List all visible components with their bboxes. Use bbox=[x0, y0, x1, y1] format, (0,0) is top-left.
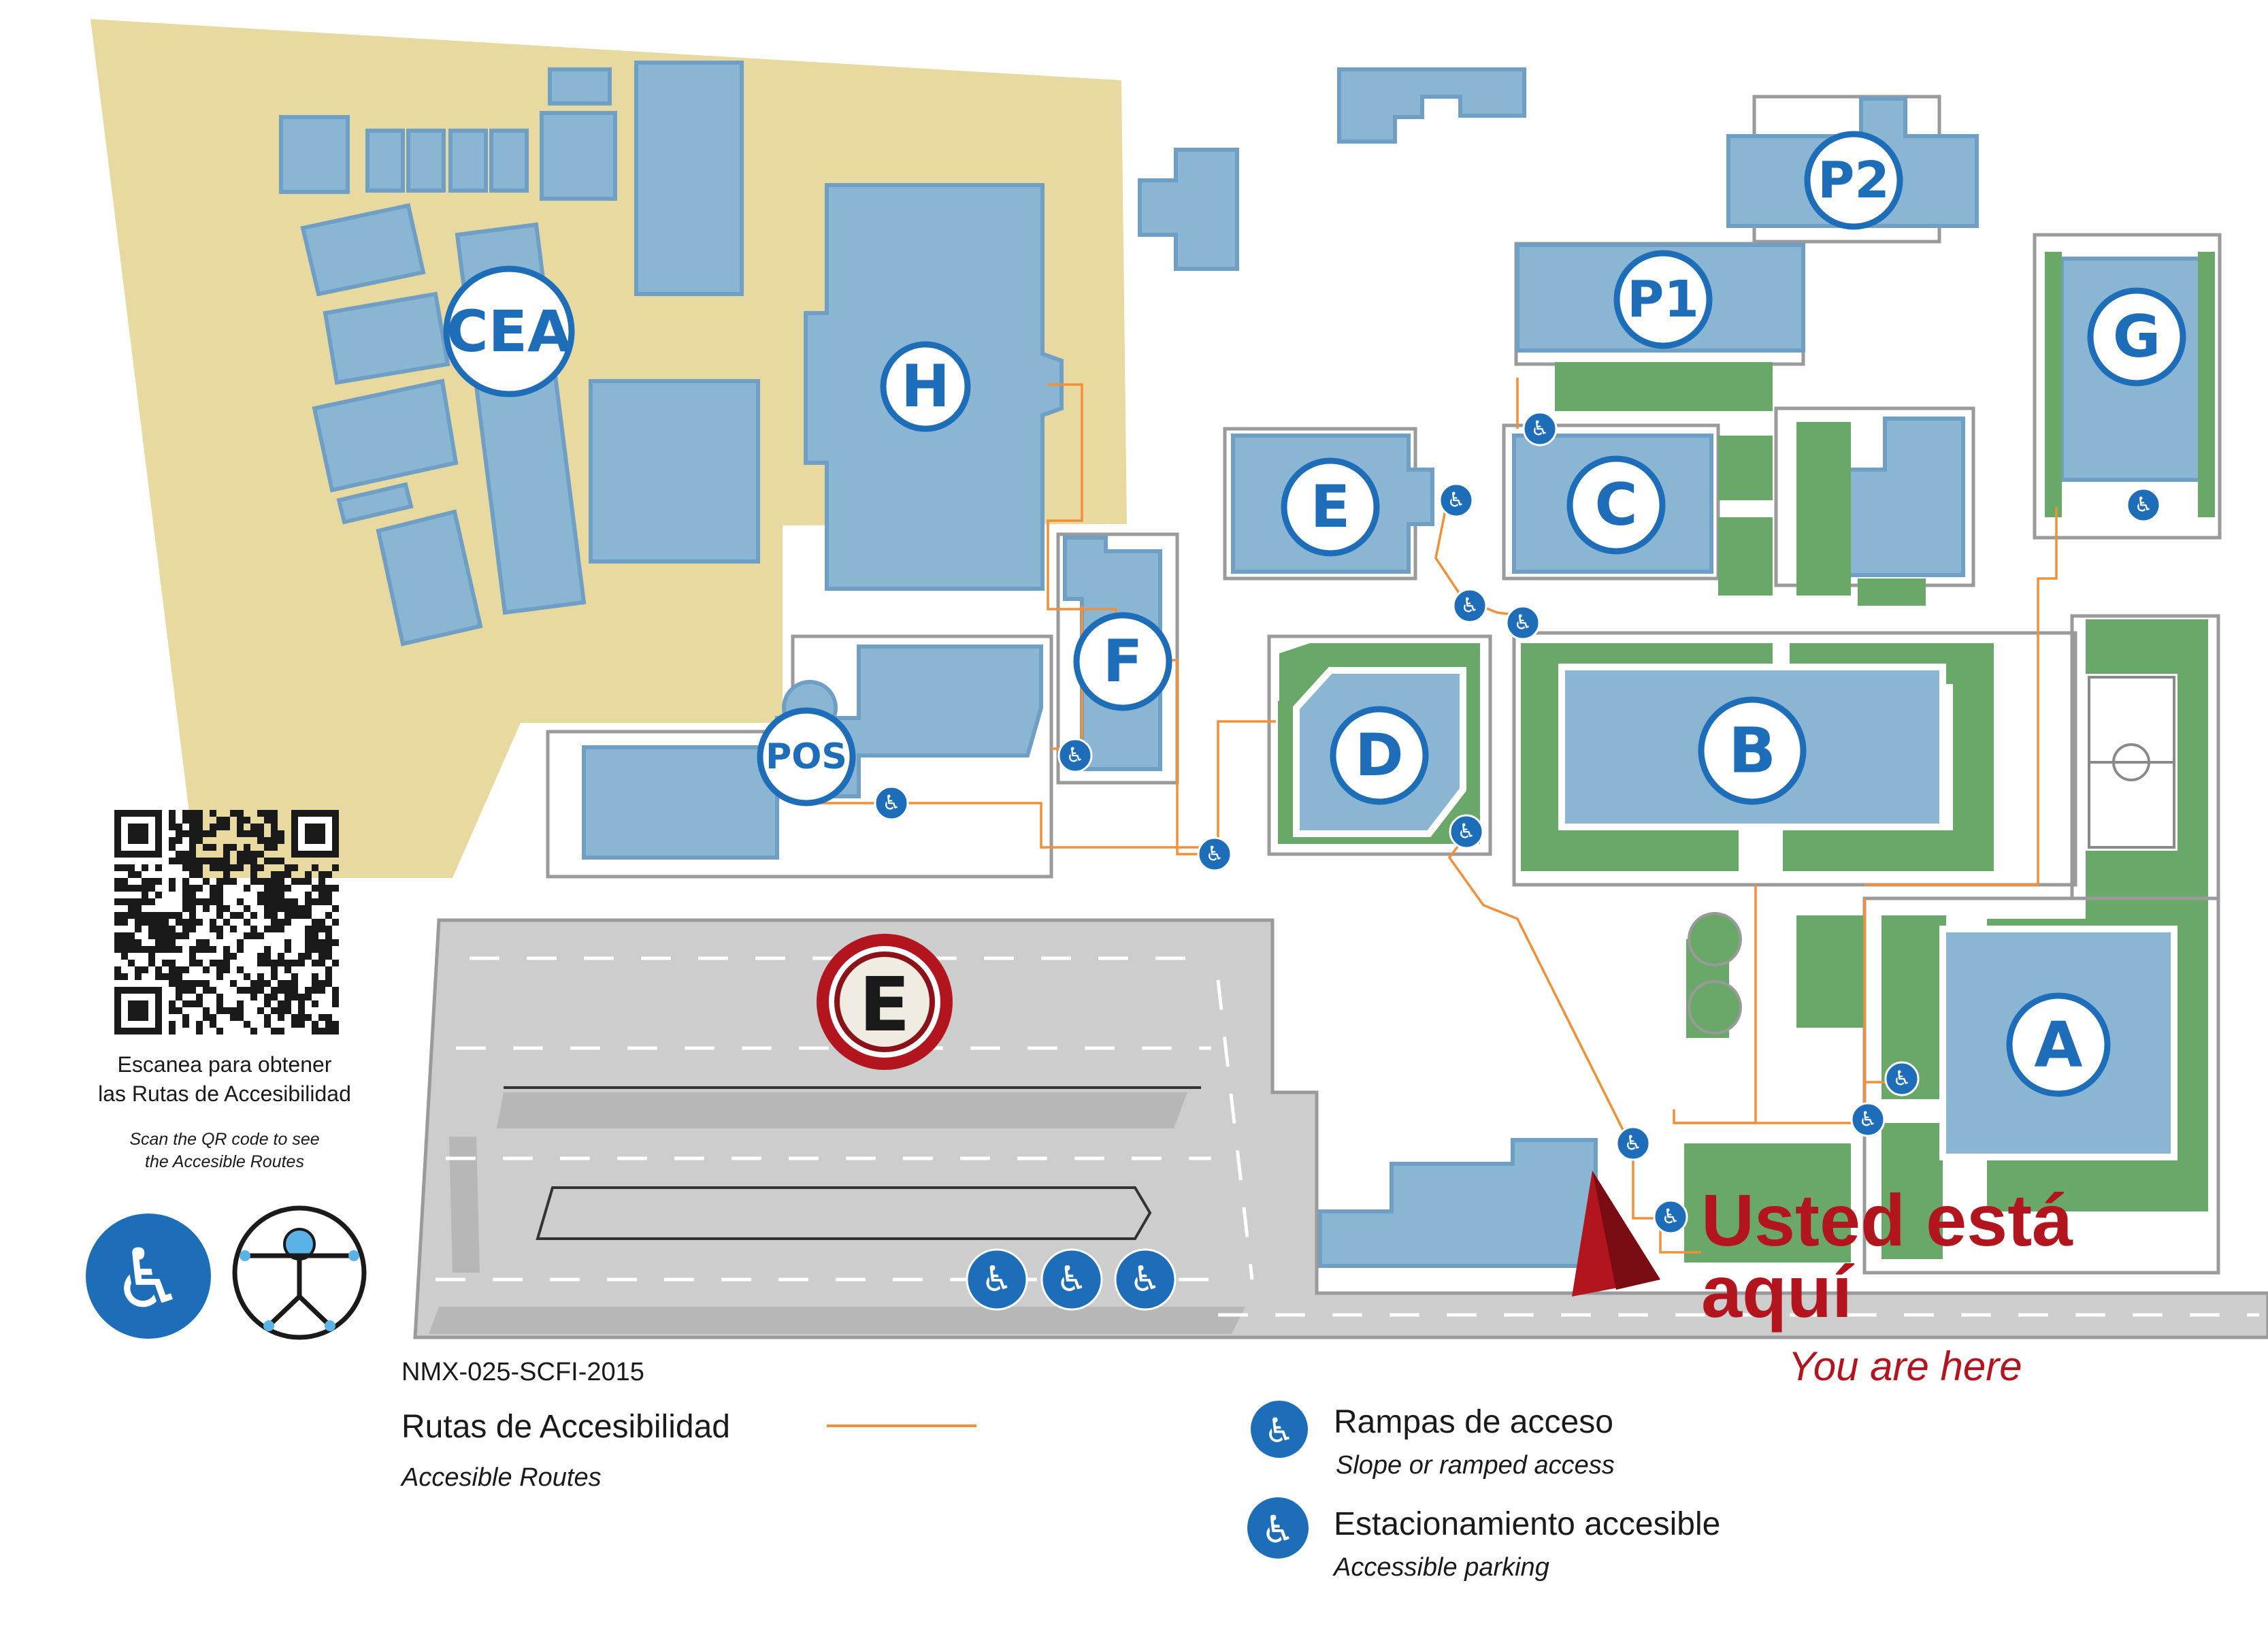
building-label-a: A bbox=[2006, 992, 2111, 1097]
building-label-f: F bbox=[1073, 612, 1172, 711]
legend-parking-es: Estacionamiento accesible bbox=[1334, 1506, 1720, 1542]
svg-text:H: H bbox=[901, 353, 950, 421]
ramp-icon: ♿ bbox=[1653, 1199, 1688, 1235]
building-label-e: E bbox=[1281, 457, 1380, 557]
building-label-b: B bbox=[1698, 696, 1807, 805]
ramp-icon: ♿ bbox=[1505, 605, 1541, 640]
building-label-pos: POS bbox=[757, 707, 856, 807]
legend-routes-es: Rutas de Accesibilidad bbox=[401, 1409, 730, 1445]
parking-label: E bbox=[817, 934, 953, 1070]
svg-text:♿: ♿ bbox=[112, 1233, 185, 1327]
ramp-icon: ♿ bbox=[1884, 1061, 1920, 1096]
svg-text:♿: ♿ bbox=[981, 1259, 1013, 1300]
legend-ramp-icon: ♿ bbox=[1251, 1401, 1308, 1458]
universal-access-icon bbox=[232, 1205, 367, 1340]
svg-text:♿: ♿ bbox=[2135, 493, 2153, 517]
building-label-c: C bbox=[1566, 455, 1666, 555]
wheelchair-icon: ♿ bbox=[1040, 1248, 1103, 1311]
you-are-here-line1: Usted está bbox=[1701, 1179, 2073, 1261]
svg-text:♿: ♿ bbox=[1662, 1205, 1680, 1229]
building-label-p1: P1 bbox=[1613, 250, 1713, 349]
svg-text:F: F bbox=[1103, 628, 1143, 696]
you-are-here-line2: aquí bbox=[1701, 1250, 1854, 1333]
qr-caption-es-line1: Escanea para obtener bbox=[118, 1052, 332, 1077]
svg-text:♿: ♿ bbox=[1056, 1259, 1088, 1300]
legend-ramps-es: Rampas de acceso bbox=[1334, 1404, 1613, 1440]
building-label-cea: CEA bbox=[443, 265, 575, 397]
svg-text:E: E bbox=[1311, 473, 1351, 541]
legend-parking-en: Accessible parking bbox=[1332, 1553, 1549, 1582]
svg-text:P1: P1 bbox=[1627, 270, 1699, 329]
ramp-icons: ♿ ♿ ♿ ♿ ♿ ♿ ♿ ♿ ♿ ♿ ♿ ♿ ♿ bbox=[874, 411, 2161, 1235]
wheelchair-icon: ♿ bbox=[966, 1248, 1028, 1311]
svg-text:♿: ♿ bbox=[1261, 1508, 1295, 1552]
svg-text:E: E bbox=[859, 961, 910, 1048]
ramp-icon: ♿ bbox=[1615, 1126, 1651, 1161]
svg-text:♿: ♿ bbox=[1066, 744, 1085, 768]
svg-text:A: A bbox=[2034, 1009, 2082, 1081]
svg-text:♿: ♿ bbox=[1130, 1259, 1162, 1300]
you-are-here-english: You are here bbox=[1788, 1343, 2022, 1389]
ramp-icon: ♿ bbox=[874, 785, 909, 821]
ramp-icon: ♿ bbox=[1449, 814, 1484, 849]
ramp-icon: ♿ bbox=[1850, 1102, 1886, 1137]
building-label-d: D bbox=[1330, 706, 1429, 805]
qr-caption-en-line2: the Accesible Routes bbox=[145, 1152, 304, 1171]
svg-text:B: B bbox=[1728, 715, 1776, 787]
ramp-icon: ♿ bbox=[2126, 487, 2161, 523]
svg-text:♿: ♿ bbox=[1447, 489, 1466, 512]
ramp-icon: ♿ bbox=[1197, 836, 1232, 872]
building-label-p2: P2 bbox=[1804, 131, 1903, 230]
location-arrow-icon bbox=[1572, 1171, 1660, 1297]
qr-code-icon bbox=[114, 810, 339, 1035]
legend-ramps-en: Slope or ramped access bbox=[1336, 1451, 1615, 1480]
svg-text:♿: ♿ bbox=[1531, 417, 1549, 441]
qr-caption-es-line2: las Rutas de Accesibilidad bbox=[98, 1081, 351, 1106]
ramp-icon: ♿ bbox=[1057, 738, 1093, 773]
svg-text:♿: ♿ bbox=[1206, 843, 1224, 866]
svg-text:♿: ♿ bbox=[1893, 1067, 1911, 1091]
building-north-1 bbox=[1337, 67, 1526, 144]
accessible-parking-icons: ♿ ♿ ♿ bbox=[966, 1248, 1177, 1311]
norm-code: NMX-025-SCFI-2015 bbox=[401, 1358, 644, 1386]
qr-caption-en-line1: Scan the QR code to see bbox=[129, 1130, 319, 1149]
svg-text:♿: ♿ bbox=[1624, 1132, 1643, 1156]
svg-text:D: D bbox=[1355, 721, 1403, 789]
svg-text:P2: P2 bbox=[1818, 151, 1890, 210]
ramp-icon: ♿ bbox=[1439, 483, 1474, 518]
svg-text:♿: ♿ bbox=[1458, 820, 1476, 844]
wheelchair-icon: ♿ bbox=[1114, 1248, 1177, 1311]
svg-text:♿: ♿ bbox=[1264, 1411, 1295, 1450]
svg-text:♿: ♿ bbox=[883, 792, 901, 815]
legend-parking-icon: ♿ bbox=[1247, 1497, 1309, 1559]
building-south bbox=[1318, 1138, 1598, 1268]
svg-text:♿: ♿ bbox=[1461, 594, 1479, 618]
building-label-h: H bbox=[880, 341, 971, 432]
wheelchair-icon: ♿ bbox=[86, 1214, 211, 1339]
svg-text:C: C bbox=[1594, 471, 1637, 539]
svg-text:♿: ♿ bbox=[1859, 1108, 1877, 1132]
svg-text:POS: POS bbox=[766, 736, 847, 777]
svg-text:G: G bbox=[2113, 303, 2161, 371]
building-north-2 bbox=[1138, 148, 1239, 271]
svg-text:♿: ♿ bbox=[1514, 611, 1532, 635]
ramp-icon: ♿ bbox=[1452, 588, 1488, 623]
building-label-g: G bbox=[2087, 287, 2186, 387]
svg-text:CEA: CEA bbox=[446, 298, 572, 365]
legend-routes-en: Accesible Routes bbox=[400, 1463, 602, 1492]
ramp-icon: ♿ bbox=[1522, 411, 1558, 446]
